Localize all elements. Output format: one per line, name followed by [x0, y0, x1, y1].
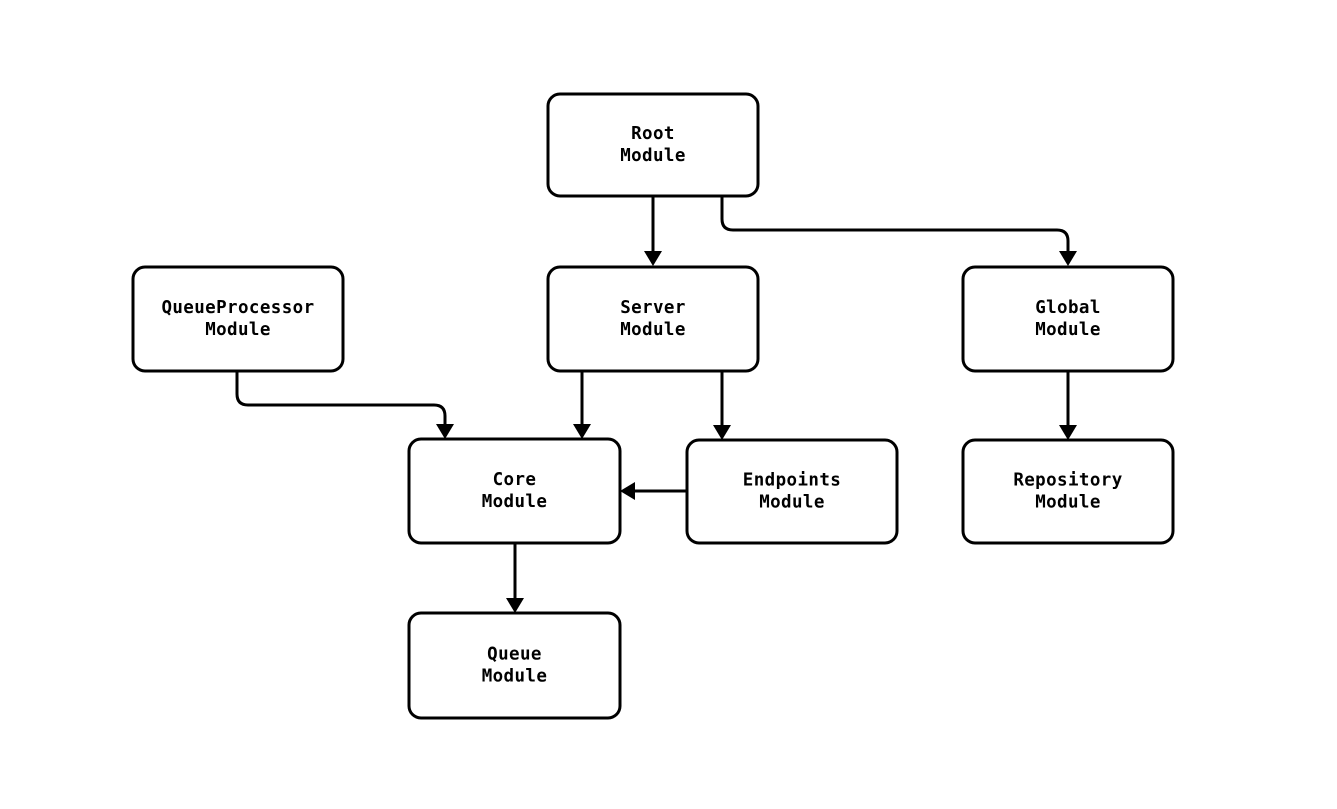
edge-root-to-global — [720, 196, 1077, 266]
server-module-node-box[interactable] — [546, 265, 760, 373]
edge-server-to-endpoints-arrowhead — [713, 425, 731, 440]
repository-module-node-box[interactable] — [961, 438, 1175, 545]
edge-server-to-core — [573, 371, 591, 439]
edge-queueprocessor-to-core — [235, 371, 454, 439]
endpoints-module-node-box[interactable] — [685, 438, 899, 545]
edge-endpoints-to-core — [620, 482, 687, 500]
edges-layer — [235, 196, 1077, 613]
edge-server-to-endpoints — [713, 371, 731, 440]
core-module-node-box[interactable] — [407, 437, 622, 545]
edge-root-to-global-line — [720, 196, 1070, 252]
edge-root-to-global-arrowhead — [1059, 251, 1077, 266]
queue-module-node-box[interactable] — [407, 611, 622, 720]
edge-global-to-repository-arrowhead — [1059, 425, 1077, 440]
root-module-node-box[interactable] — [546, 92, 760, 198]
global-module-node-box[interactable] — [961, 265, 1175, 373]
edge-endpoints-to-core-arrowhead — [620, 482, 635, 500]
edge-queueprocessor-to-core-line — [235, 371, 447, 425]
edge-root-to-server — [644, 196, 662, 266]
edge-core-to-queue — [506, 543, 524, 613]
queueprocessor-module-node-box[interactable] — [131, 265, 345, 373]
edge-root-to-server-arrowhead — [644, 251, 662, 266]
edge-server-to-core-arrowhead — [573, 424, 591, 439]
edge-core-to-queue-arrowhead — [506, 598, 524, 613]
edge-global-to-repository — [1059, 371, 1077, 440]
edge-queueprocessor-to-core-arrowhead — [436, 424, 454, 439]
